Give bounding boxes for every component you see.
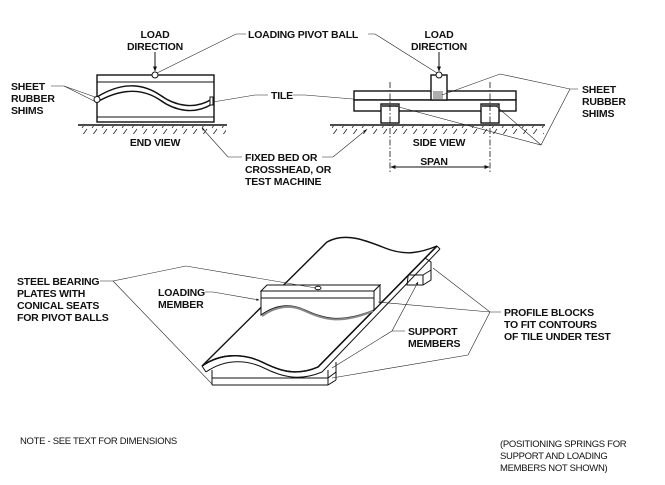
springs-note-3: MEMBERS NOT SHOWN) (500, 463, 608, 474)
support-members-label-1: SUPPORT (408, 326, 458, 338)
fixed-bed-label-1: FIXED BED OR (245, 152, 318, 164)
end-view-left-shim (93, 96, 101, 103)
loading-member-label-2: MEMBER (158, 299, 204, 311)
side-shims-leader-right (495, 105, 542, 146)
shared-labels: LOADING PIVOT BALL TILE FIXED BED OR CRO… (156, 29, 438, 188)
profile-blocks-leader-mid (377, 301, 491, 313)
loading-member-label-1: LOADING (158, 287, 205, 299)
bearing-plates-label-4: FOR PIVOT BALLS (17, 312, 109, 324)
springs-note-1: (POSITIONING SPRINGS FOR (500, 439, 627, 450)
span-label: SPAN (420, 156, 448, 168)
side-view-loading-member (430, 74, 448, 101)
bearing-plates-label-3: CONICAL SEATS (17, 300, 99, 312)
pivot-ball-leader-left (156, 33, 246, 74)
support-members-leader-near (331, 330, 393, 369)
bearing-plates-label-2: PLATES WITH (17, 288, 85, 300)
side-view-shims-label-3: SHIMS (582, 108, 614, 120)
profile-blocks-leader-near (331, 311, 491, 379)
side-view-load-label-2: DIRECTION (411, 41, 467, 53)
loading-member-leader (205, 291, 260, 301)
end-view-caption: END VIEW (130, 137, 181, 149)
tile-leader-right (293, 94, 354, 100)
end-view-shims-label-1: SHEET (11, 81, 46, 93)
tile-label: TILE (271, 90, 293, 102)
side-shims-leader-top (441, 73, 578, 96)
end-view-load-label-2: DIRECTION (127, 41, 183, 53)
support-members-leader-far (391, 281, 419, 332)
pivot-ball-leader-right (368, 33, 438, 74)
fixed-bed-label-2: CROSSHEAD, OR (245, 164, 332, 176)
end-view-shims-label-2: RUBBER (11, 93, 55, 105)
iso-loading-member (259, 283, 382, 321)
fixed-bed-label-3: TEST MACHINE (245, 176, 322, 188)
side-view-shims-label-2: RUBBER (582, 96, 626, 108)
side-view-caption: SIDE VIEW (413, 137, 466, 149)
end-view: LOAD DIRECTION SHEET RUBBER SHIMS END VI… (11, 29, 227, 149)
end-view-pivot-ball (151, 71, 159, 79)
end-view-load-label-1: LOAD (141, 29, 171, 41)
end-view-tile (93, 85, 214, 112)
side-view-ground (330, 124, 545, 134)
notes: NOTE - SEE TEXT FOR DIMENSIONS (POSITION… (20, 436, 627, 474)
side-view: LOAD DIRECTION SHEET RUBBER SHIMS SIDE V… (330, 29, 627, 172)
end-view-shims-label-3: SHIMS (11, 105, 43, 117)
shims-leader-1 (51, 85, 96, 98)
profile-blocks-label-3: OF TILE UNDER TEST (504, 331, 611, 343)
profile-blocks-label-1: PROFILE BLOCKS (504, 307, 594, 319)
bearing-plates-label-1: STEEL BEARING (17, 276, 99, 288)
side-view-load-label-1: LOAD (425, 29, 455, 41)
springs-note-2: SUPPORT AND LOADING (500, 451, 607, 462)
bearing-plates-leader-bottom (112, 280, 213, 385)
end-view-fixture (96, 74, 215, 123)
shims-leader-2 (63, 85, 95, 102)
fixed-bed-leader-right (322, 129, 367, 158)
dimensions-note: NOTE - SEE TEXT FOR DIMENSIONS (20, 436, 177, 447)
iso-near-support (211, 362, 337, 386)
profile-blocks-leader-far (432, 267, 501, 313)
side-view-pivot-ball (435, 71, 443, 79)
tile-leader-left (212, 94, 268, 103)
side-view-shims-label-1: SHEET (582, 84, 617, 96)
profile-blocks-label-2: TO FIT CONTOURS (504, 319, 597, 331)
bearing-plates-leader-top (100, 265, 317, 289)
fixed-bed-leader-left (201, 127, 242, 158)
end-view-ground (78, 124, 227, 134)
support-members-label-2: MEMBERS (408, 338, 460, 350)
isometric-view: STEEL BEARING PLATES WITH CONICAL SEATS … (17, 236, 612, 386)
end-view-right-shim (209, 96, 214, 106)
pivot-ball-label: LOADING PIVOT BALL (248, 29, 359, 41)
